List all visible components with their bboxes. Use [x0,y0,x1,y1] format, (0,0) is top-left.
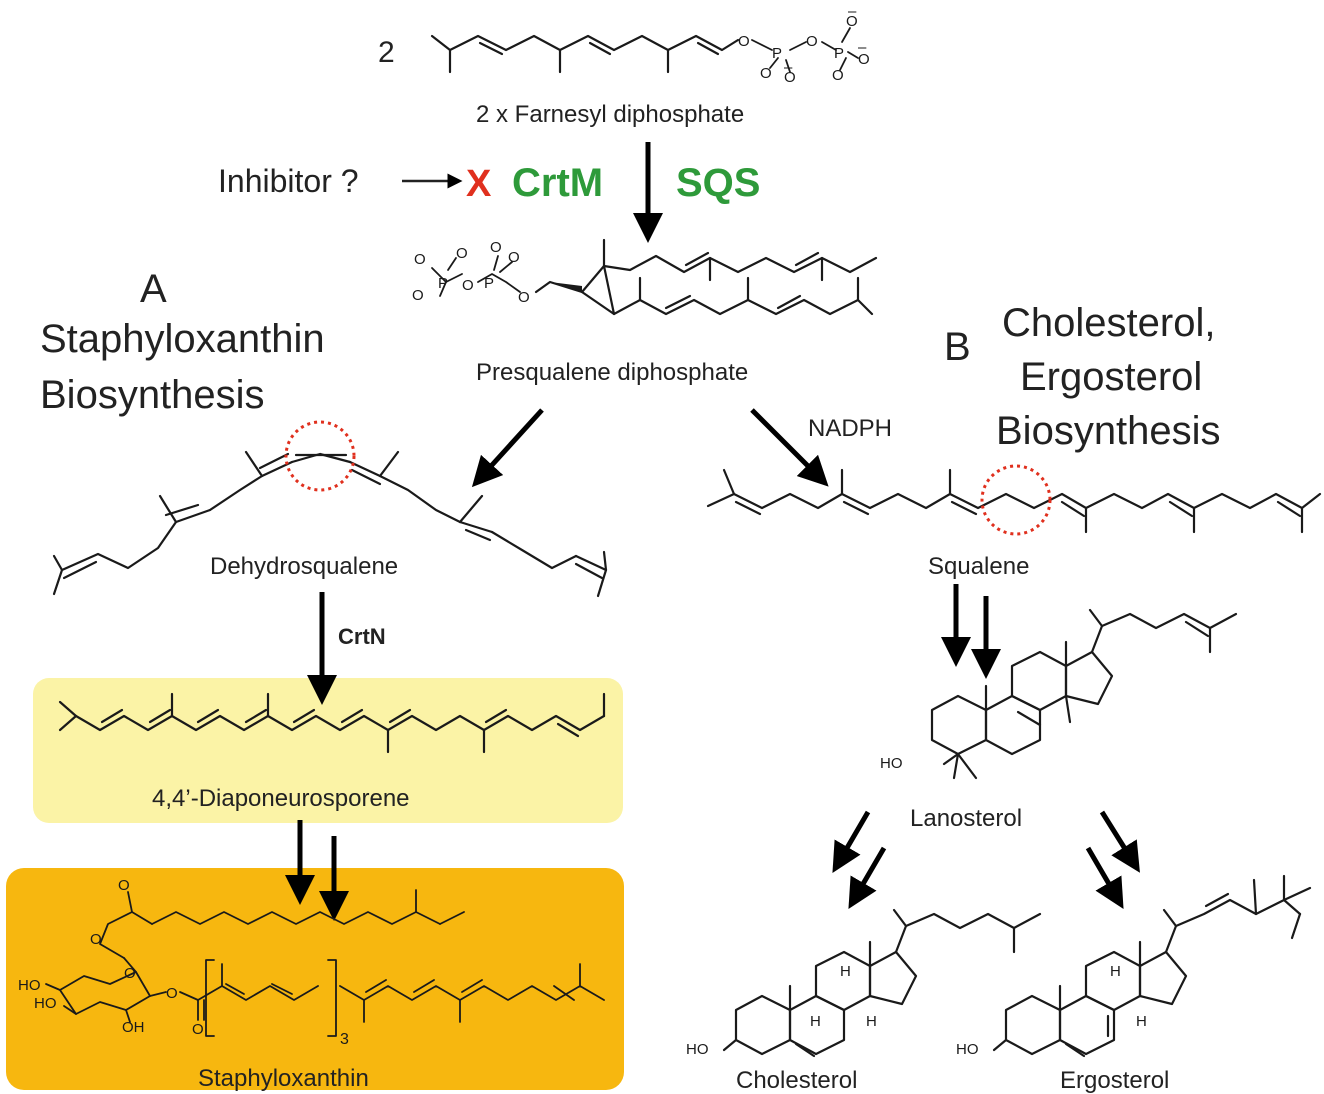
arrow-to-dehydrosqualene [471,408,544,488]
crtn-label: CrtN [338,624,386,649]
presqualene-diphosphate-label: Presqualene diphosphate [476,359,748,386]
arrow-to-squalene [750,408,829,487]
svg-text:–: – [848,3,857,20]
ergosterol-structure: HO H H [956,874,1312,1058]
diaponeurosporene-structure [58,692,606,754]
panel-b-letter: B [944,325,971,369]
cholesterol-arrow-1 [832,810,871,873]
panel-a-title-line1: Staphyloxanthin [40,317,325,361]
svg-text:HO: HO [34,995,57,1012]
svg-text:HO: HO [18,977,41,994]
diaponeurosporene-label: 4,4’-Diaponeurosporene [152,785,410,812]
svg-text:P: P [834,45,844,62]
svg-text:O: O [124,965,136,982]
dehydrosqualene-highlight-circle [284,420,356,492]
svg-text:H: H [866,1013,877,1030]
svg-text:H: H [810,1013,821,1030]
svg-text:O: O [832,67,844,84]
inhibitor-label: Inhibitor ? [218,163,359,199]
dehydrosqualene-structure [52,450,608,598]
cholesterol-label: Cholesterol [736,1067,857,1094]
svg-text:H: H [1110,963,1121,980]
staphyloxanthin-box [6,868,624,1090]
ergosterol-label: Ergosterol [1060,1067,1169,1094]
svg-text:O: O [412,287,424,304]
staphyloxanthin-structure: O O O O O HO HO OH [18,877,605,1038]
svg-text:P: P [484,275,494,292]
diaponeurosporene-box [33,678,623,823]
svg-text:O: O [738,33,750,50]
multiplier-text: 2 [378,36,395,69]
nadph-label: NADPH [808,415,892,442]
svg-text:P: P [772,45,782,62]
svg-text:O: O [784,69,796,86]
panel-a-letter: A [140,267,167,311]
farnesyl-diphosphate-label: 2 x Farnesyl diphosphate [476,101,744,128]
inhibition-x-mark: X [466,163,492,205]
svg-text:O: O [760,65,772,82]
svg-text:H: H [840,963,851,980]
svg-text:P: P [438,275,448,292]
lanosterol-structure: HO [880,608,1238,780]
svg-text:OH: OH [122,1019,145,1036]
dehydrosqualene-label: Dehydrosqualene [210,553,398,580]
cholesterol-arrow-2 [848,846,887,909]
svg-text:HO: HO [686,1041,709,1058]
presqualene-diphosphate-structure: O P O O P O O O O [412,238,878,316]
squalene-label: Squalene [928,553,1029,580]
svg-text:O: O [846,13,858,30]
svg-text:O: O [462,277,474,294]
svg-text:O: O [806,33,818,50]
staphyloxanthin-label: Staphyloxanthin [198,1065,369,1092]
svg-text:O: O [90,931,102,948]
cholesterol-structure: HO H H H [686,908,1042,1058]
svg-text:O: O [490,239,502,256]
svg-text:O: O [518,289,530,306]
svg-text:H: H [1136,1013,1147,1030]
lanosterol-label: Lanosterol [910,805,1022,832]
enzyme-sqs: SQS [676,161,760,205]
svg-text:O: O [508,249,520,266]
svg-text:O: O [166,985,178,1002]
svg-text:HO: HO [956,1041,979,1058]
ergosterol-arrow-2 [1085,846,1124,909]
squalene-highlight-circle [980,464,1052,536]
squalene-structure [706,468,1322,534]
farnesyl-diphosphate-structure: O P O P O O O O O – – – [430,3,870,86]
svg-text:O: O [192,1021,204,1038]
panel-b-title-line2: Ergosterol [1020,355,1202,399]
repeat-subscript: 3 [340,1031,349,1048]
ergosterol-arrow-1 [1099,810,1140,873]
svg-text:O: O [414,251,426,268]
svg-text:O: O [456,245,468,262]
svg-text:O: O [858,51,870,68]
panel-b-title-line3: Biosynthesis [996,409,1221,453]
svg-text:O: O [118,877,130,894]
panel-b-title-line1: Cholesterol, [1002,301,1215,345]
svg-text:–: – [858,39,867,56]
enzyme-crtm: CrtM [512,161,603,205]
panel-a-title-line2: Biosynthesis [40,373,265,417]
svg-text:HO: HO [880,755,903,772]
svg-text:–: – [784,59,793,76]
